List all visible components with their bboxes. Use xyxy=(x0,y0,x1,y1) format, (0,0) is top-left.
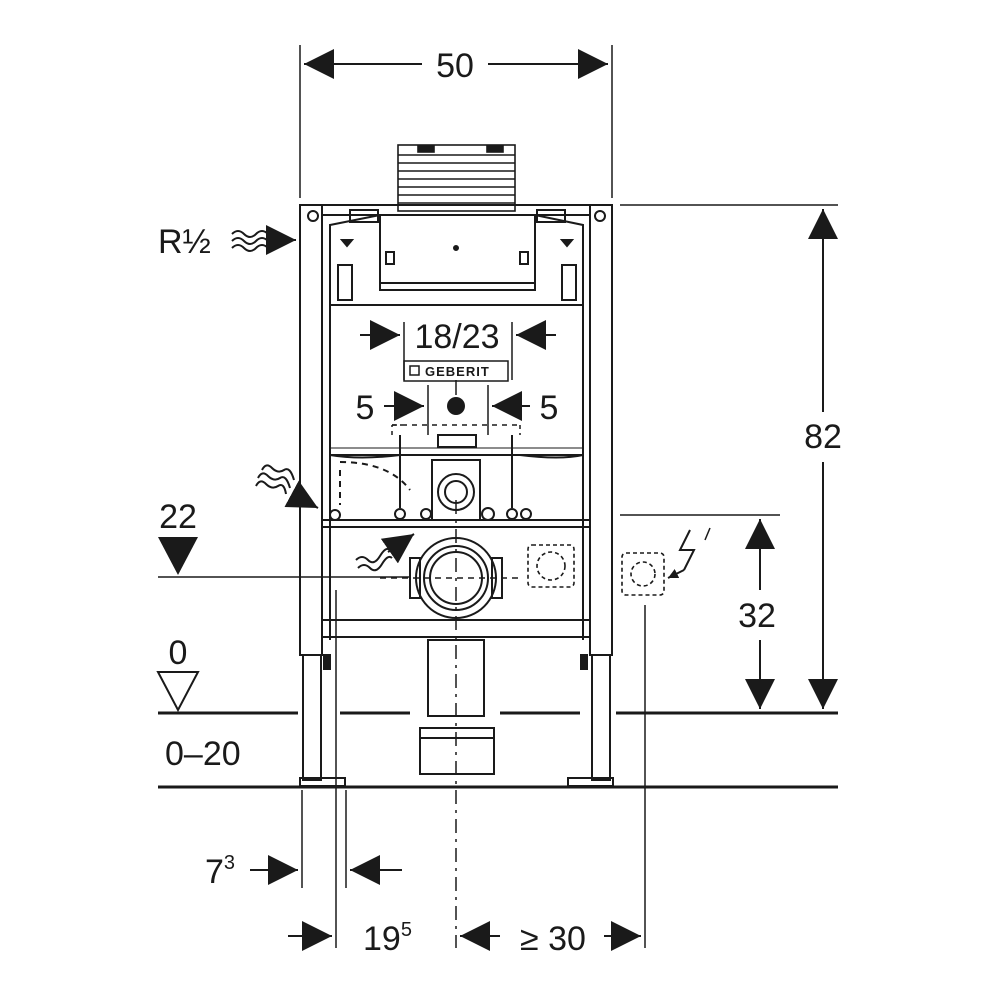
brand-logo xyxy=(403,360,509,382)
foot-offset-label: 73 xyxy=(205,852,235,891)
width-dimension-label: 50 xyxy=(436,47,474,85)
power-lightning-icon xyxy=(667,527,711,579)
height-dimension-label: 82 xyxy=(804,418,842,456)
flush-plate-dimension-label: 18/23 xyxy=(414,318,499,356)
supply-label: R½ xyxy=(158,223,211,261)
extension-lines xyxy=(158,45,838,948)
power-height-label: 32 xyxy=(738,597,776,635)
drain-pipe xyxy=(380,500,520,948)
frame xyxy=(299,204,614,787)
water-supply-symbols xyxy=(231,230,415,572)
top-grille xyxy=(397,144,516,212)
drain-offset-label: 195 xyxy=(363,919,412,958)
flush-centre-dot xyxy=(447,397,465,415)
min-clearance-label: ≥ 30 xyxy=(520,920,586,958)
dimension-lines xyxy=(250,49,838,951)
flush-plate-outline xyxy=(391,322,521,435)
right-offset-label: 5 xyxy=(540,389,559,427)
left-offset-label: 5 xyxy=(356,389,375,427)
level-markers xyxy=(156,537,200,713)
floor-level-label: 0 xyxy=(169,634,188,672)
floor-lines xyxy=(158,711,838,789)
power-boxes xyxy=(527,544,665,596)
flush-bend xyxy=(329,434,532,521)
connection-height-label: 22 xyxy=(159,498,197,536)
level-22-triangle-icon xyxy=(158,537,198,575)
brand-logo-text: GEBERIT xyxy=(425,364,490,379)
level-0-triangle-icon xyxy=(156,671,200,713)
floor-range-label: 0–20 xyxy=(165,735,241,773)
